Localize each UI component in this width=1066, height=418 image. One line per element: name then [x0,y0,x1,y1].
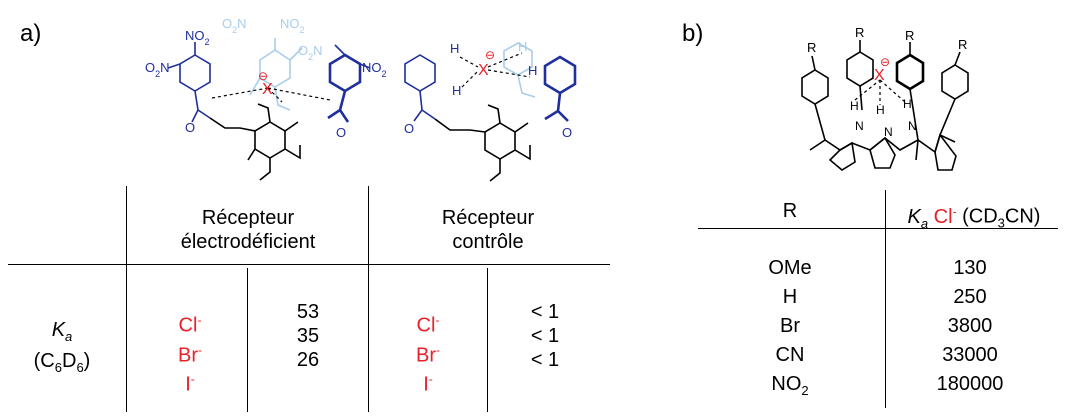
calixpyrrole-structure: R R R R X ⊖ H H H N N N [801,25,969,171]
r-column: OMe H Br CN NO2 [740,254,840,405]
control-receptor-structure: H H H H X ⊖ O O [404,39,577,182]
svg-text:O2N: O2N [145,60,170,79]
svg-text:⊖: ⊖ [258,69,268,83]
header-control: Récepteur contrôle [441,207,535,253]
table-a-vline-2 [368,186,369,412]
svg-text:X: X [478,62,489,79]
svg-text:H: H [850,99,859,113]
table-row: OMe [768,257,812,279]
ka-column: 130 250 3800 33000 180000 [936,257,1004,395]
row-label-ka: Ka (C6D6) [22,318,102,380]
svg-text:N: N [908,119,917,133]
header-r: R [782,200,798,222]
svg-text:O2N: O2N [298,43,323,62]
table-a-vline-1 [126,186,127,412]
anions-electro: Cl- Br- I- [178,313,202,396]
electron-deficient-receptor-structure: O2N NO2 O2N NO2 O2N NO2 X ⊖ O O [145,16,387,181]
solvent-c6d6: (C6D6) [33,350,91,375]
svg-text:H: H [903,97,912,111]
svg-text:R: R [905,28,914,43]
panel-a-label: a) [20,20,42,47]
svg-text:⊖: ⊖ [880,55,890,69]
values-control: < 1 < 1 < 1 [530,301,560,371]
table-a-vline-4 [487,268,488,412]
svg-text:N: N [884,125,893,139]
svg-text:O: O [185,120,195,135]
svg-text:X: X [874,67,885,84]
header-electron-deficient: Récepteur électrodéficient [180,207,316,253]
svg-text:X: X [262,81,273,98]
svg-text:R: R [958,37,967,52]
svg-text:O: O [336,125,346,140]
svg-text:NO2: NO2 [362,60,387,79]
table-row: H [782,286,798,308]
svg-text:O: O [404,121,414,136]
svg-text:O: O [562,125,572,140]
svg-text:H: H [876,103,885,117]
svg-text:H: H [450,41,459,56]
svg-text:NO2: NO2 [185,28,210,47]
svg-text:⊖: ⊖ [485,48,495,62]
table-b-vline [885,190,886,408]
anions-control: Cl- Br- I- [416,313,440,396]
panel-b-label: b) [682,20,704,47]
table-a-hline [8,264,610,265]
svg-text:H: H [518,39,527,54]
values-electro: 53 35 26 [296,301,320,371]
svg-text:H: H [528,63,537,78]
table-b-hline [698,228,1058,229]
svg-text:R: R [807,40,816,55]
svg-text:NO2: NO2 [280,16,305,35]
table-row: Br [780,315,800,337]
svg-text:H: H [452,83,461,98]
svg-text:R: R [855,25,864,40]
table-row: CN [775,344,805,366]
table-row: NO2 [771,373,809,398]
svg-text:N: N [855,119,864,133]
header-ka-cl: Ka Cl- (CD3CN) [907,204,1041,231]
table-a-vline-3 [247,268,248,412]
svg-text:O2N: O2N [222,16,247,35]
